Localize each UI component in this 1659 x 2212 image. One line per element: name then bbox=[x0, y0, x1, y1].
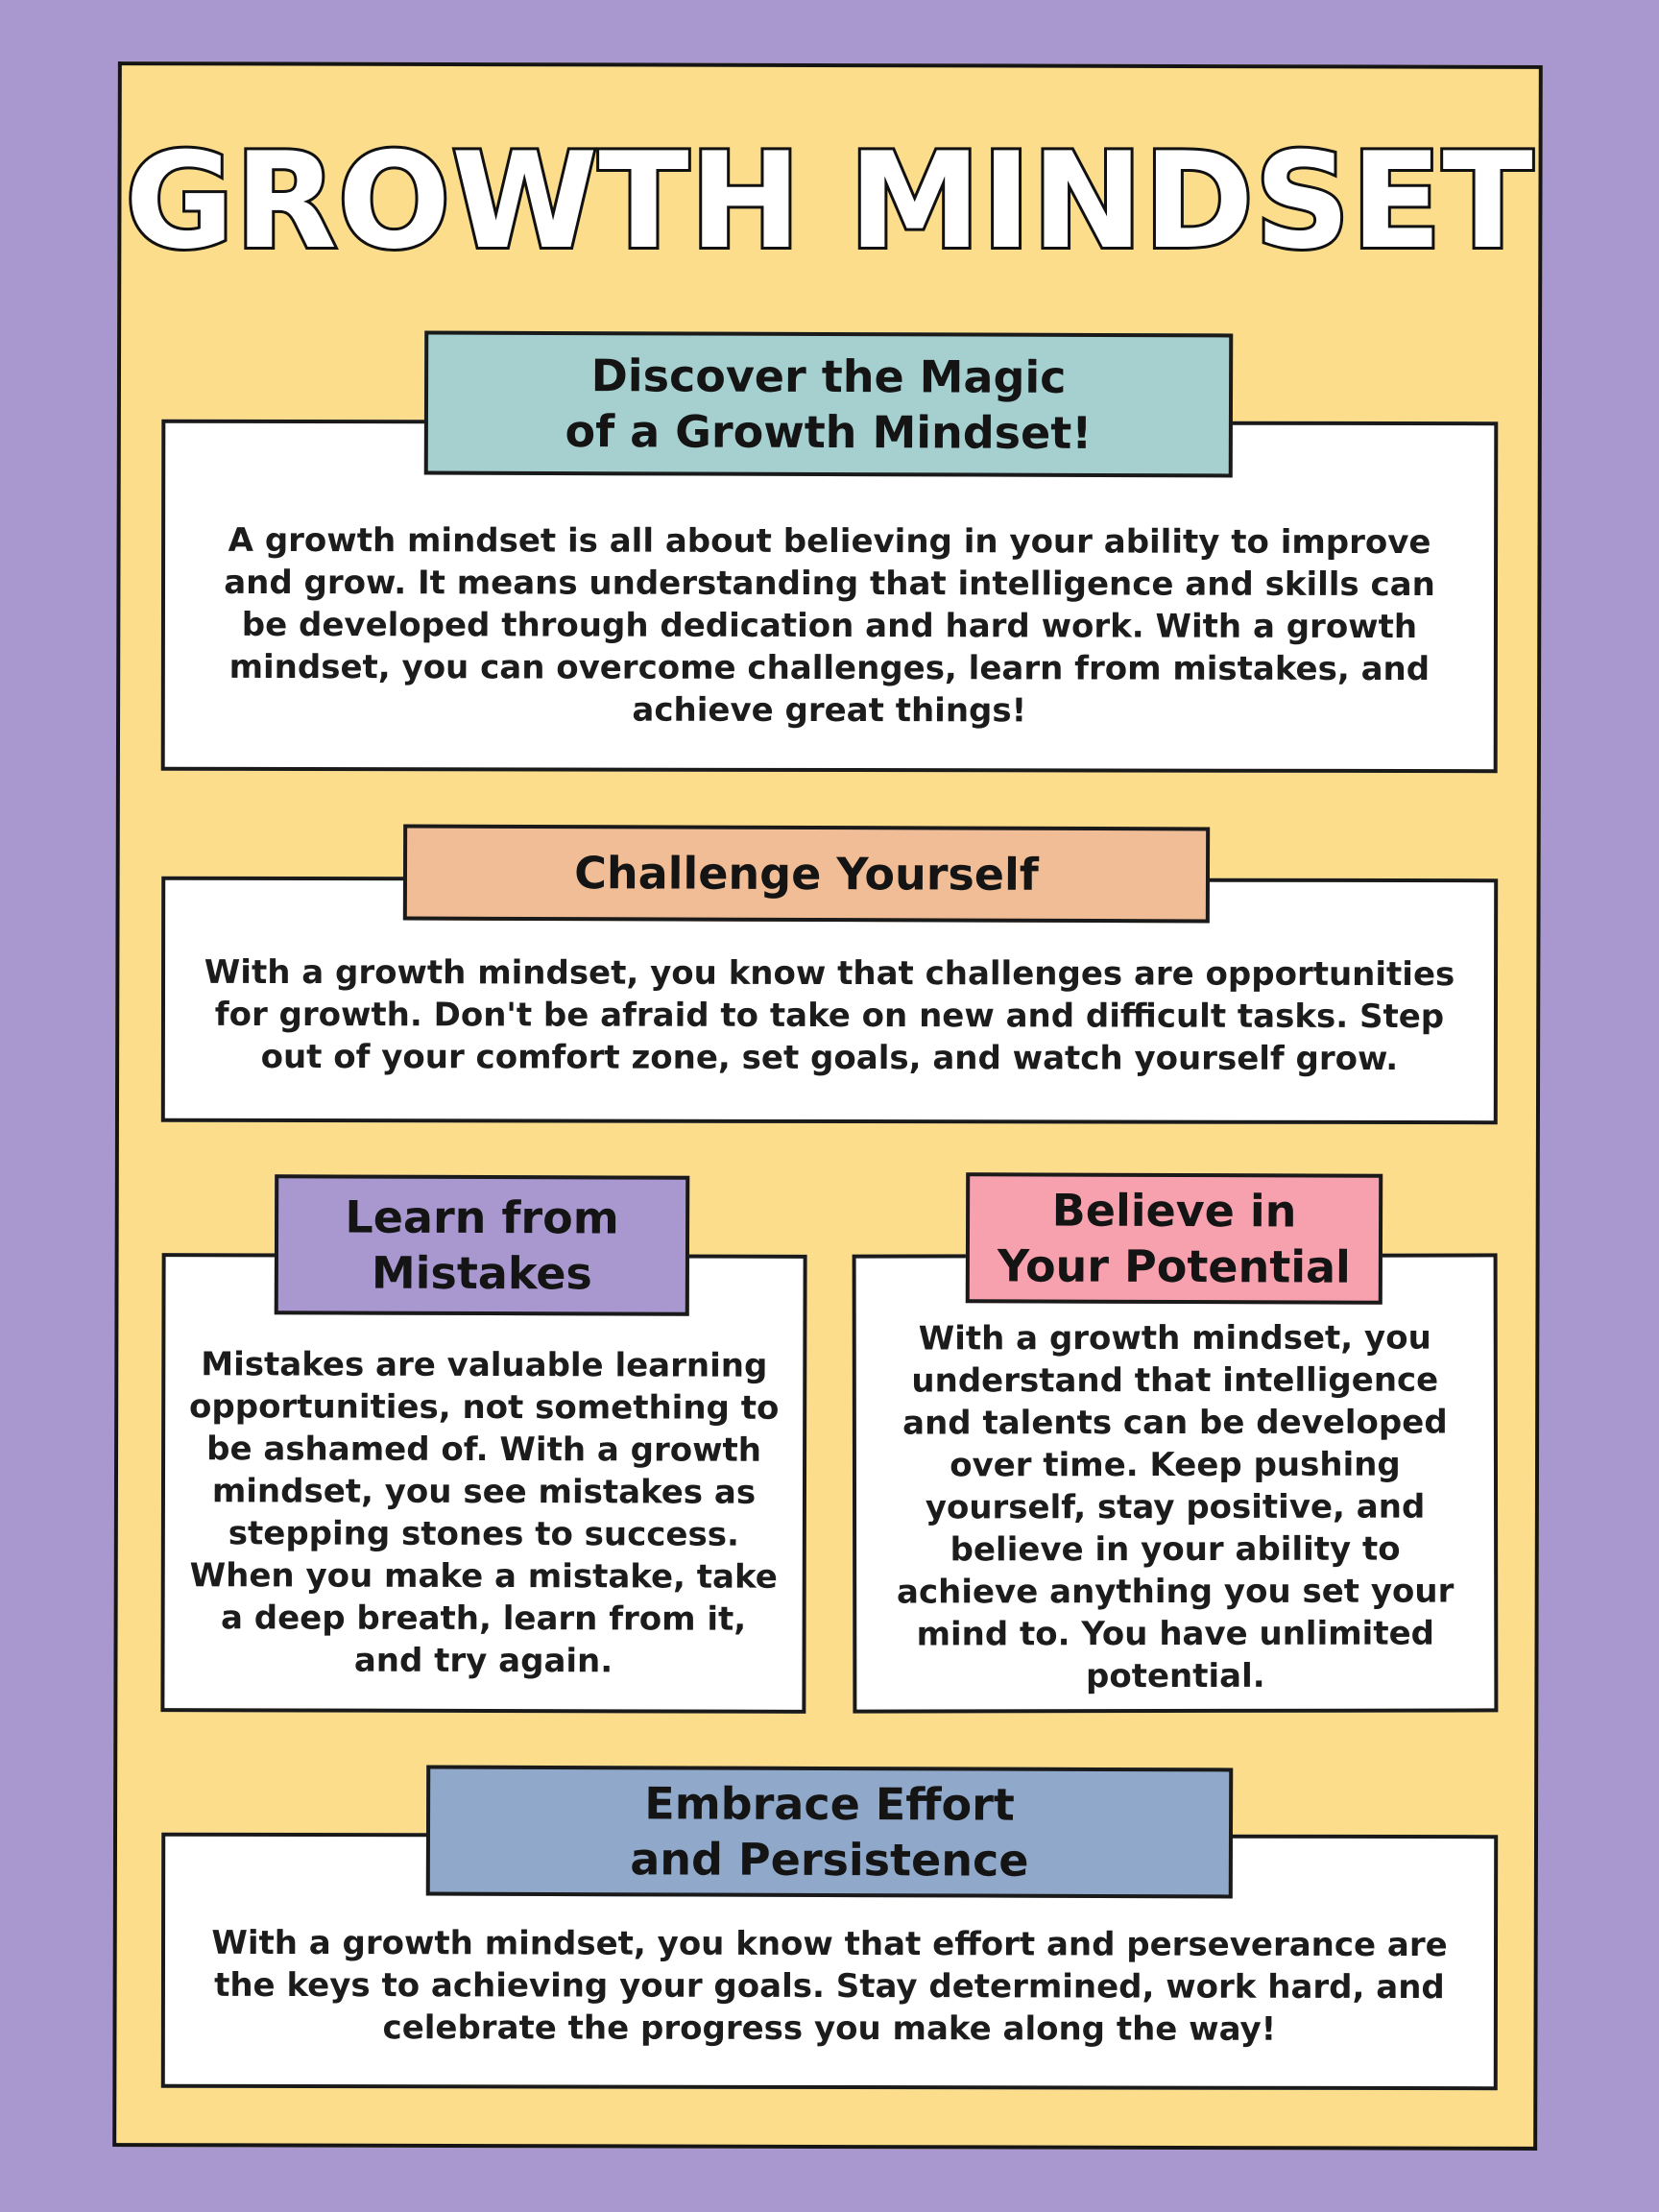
potential-card: With a growth mindset, you understand th… bbox=[852, 1253, 1499, 1714]
discover-body: A growth mindset is all about believing … bbox=[224, 520, 1435, 731]
challenge-heading: Challenge Yourself bbox=[402, 824, 1211, 924]
effort-body: With a growth mindset, you know that eff… bbox=[211, 1923, 1448, 2049]
effort-heading: Embrace Effort and Persistence bbox=[425, 1765, 1234, 1899]
discover-heading: Discover the Magic of a Growth Mindset! bbox=[423, 330, 1234, 478]
mistakes-body: Mistakes are valuable learning opportuni… bbox=[189, 1345, 780, 1681]
poster-title: GROWTH MINDSET bbox=[122, 124, 1535, 278]
potential-body: With a growth mindset, you understand th… bbox=[896, 1318, 1455, 1696]
mistakes-card: Mistakes are valuable learning opportuni… bbox=[160, 1253, 807, 1714]
potential-heading: Believe in Your Potential bbox=[965, 1172, 1383, 1305]
mistakes-heading: Learn from Mistakes bbox=[274, 1174, 690, 1316]
challenge-body: With a growth mindset, you know that cha… bbox=[204, 952, 1455, 1079]
